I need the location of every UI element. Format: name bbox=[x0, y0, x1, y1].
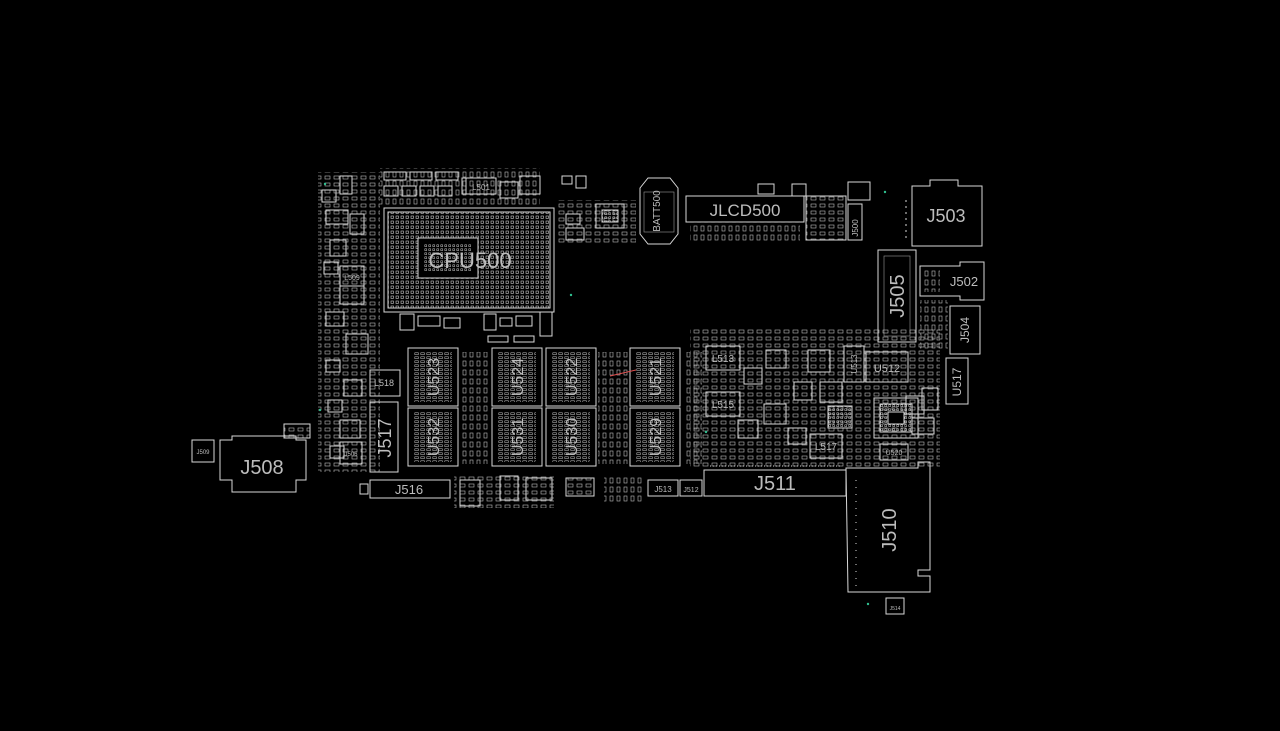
j511-connector[interactable]: J511 bbox=[703, 465, 847, 497]
under-cpu-row bbox=[399, 311, 553, 343]
highlighted-trace bbox=[609, 369, 637, 377]
cpu500-package[interactable]: CPU500 bbox=[383, 207, 555, 313]
top-passive-row bbox=[380, 168, 587, 206]
l509-label: L509 bbox=[344, 275, 360, 282]
j510-connector[interactable]: J510 bbox=[845, 461, 931, 593]
batt500-label: BATT500 bbox=[652, 190, 663, 232]
cpu500-label: CPU500 bbox=[428, 248, 511, 273]
j505-label: J505 bbox=[887, 274, 909, 317]
u500-label: J500 bbox=[851, 219, 860, 237]
u530-memory-chip[interactable]: U530 bbox=[545, 407, 597, 467]
j504-label: J504 bbox=[958, 317, 972, 343]
j516-connector[interactable]: J516 bbox=[359, 479, 451, 499]
batt500-connector[interactable]: BATT500 bbox=[639, 177, 679, 245]
j513-label: J513 bbox=[654, 485, 672, 494]
j506-connector[interactable]: J506 bbox=[339, 441, 363, 465]
j512-label: J512 bbox=[683, 487, 698, 494]
u524-label: U524 bbox=[510, 358, 527, 396]
j509-connector[interactable]: J509 bbox=[191, 439, 215, 463]
j503-label: J503 bbox=[926, 206, 965, 226]
u517-label: U517 bbox=[950, 367, 964, 396]
u532-memory-chip[interactable]: U532 bbox=[407, 407, 459, 467]
motherboard-outline: CPU500 BATT500 bbox=[191, 168, 985, 615]
l501-inductor[interactable]: L501 bbox=[465, 177, 497, 195]
l513-label: L513 bbox=[712, 354, 735, 365]
via-markers bbox=[318, 182, 887, 606]
jlcd500-connector[interactable]: JLCD500 J500 bbox=[685, 181, 871, 242]
j513-connector[interactable]: J513 bbox=[647, 479, 679, 497]
j512-connector[interactable]: J512 bbox=[679, 479, 703, 497]
l518-label: L518 bbox=[374, 378, 394, 388]
u513-chip[interactable]: U513 bbox=[843, 345, 865, 383]
l501-label: L501 bbox=[472, 183, 490, 192]
j510-label: J510 bbox=[879, 508, 901, 551]
u529-label: U529 bbox=[648, 418, 665, 456]
j503-connector[interactable]: J503 bbox=[905, 179, 983, 247]
j517-left-connector[interactable]: J517 bbox=[369, 401, 399, 473]
u523-memory-chip[interactable]: U523 bbox=[407, 347, 459, 407]
u521-memory-chip[interactable]: U521 bbox=[629, 347, 681, 407]
u531-memory-chip[interactable]: U531 bbox=[491, 407, 543, 467]
l509-inductor[interactable]: L509 bbox=[339, 265, 365, 287]
j504-connector[interactable]: J504 bbox=[949, 305, 981, 355]
jlcd500-label: JLCD500 bbox=[710, 201, 781, 220]
u522-memory-chip[interactable]: U522 bbox=[545, 347, 597, 407]
l518-inductor[interactable]: L518 bbox=[369, 369, 401, 397]
u520-bga-chip[interactable]: U520 bbox=[873, 397, 919, 461]
j514-label: J514 bbox=[890, 606, 901, 612]
l517-inductor[interactable]: L517 bbox=[809, 433, 843, 459]
l515-inductor[interactable]: L515 bbox=[705, 391, 741, 417]
u521-label: U521 bbox=[648, 358, 665, 396]
u532-label: U532 bbox=[426, 418, 443, 456]
j502-label: J502 bbox=[950, 274, 978, 289]
l517-label: L517 bbox=[815, 442, 838, 453]
j508-connector[interactable]: J508 bbox=[219, 423, 311, 493]
j506-label: J506 bbox=[344, 452, 358, 458]
u529-memory-chip[interactable]: U529 bbox=[629, 407, 681, 467]
j511-label: J511 bbox=[754, 473, 796, 495]
u522-label: U522 bbox=[564, 358, 581, 396]
u512-chip[interactable]: U512 bbox=[865, 351, 909, 383]
l513-inductor[interactable]: L513 bbox=[705, 345, 741, 371]
j509-label: J509 bbox=[196, 450, 210, 456]
j502-connector[interactable]: J502 bbox=[919, 261, 985, 301]
u520-label: U520 bbox=[886, 450, 903, 457]
u512-label: U512 bbox=[874, 363, 900, 375]
u530-label: U530 bbox=[564, 418, 581, 456]
left-passive-cluster bbox=[318, 172, 380, 472]
u524-memory-chip[interactable]: U524 bbox=[491, 347, 543, 407]
u531-label: U531 bbox=[510, 418, 527, 456]
j516-label: J516 bbox=[395, 482, 423, 497]
j517-left-label: J517 bbox=[375, 418, 395, 457]
bottom-passive-row bbox=[454, 474, 644, 508]
u523-label: U523 bbox=[426, 358, 443, 396]
u517-right-connector[interactable]: U517 bbox=[945, 357, 969, 405]
cpu-right-cluster bbox=[556, 200, 636, 244]
l515-label: L515 bbox=[712, 400, 735, 411]
j514-connector[interactable]: J514 bbox=[885, 597, 905, 615]
j508-label: J508 bbox=[240, 457, 283, 479]
u513-label: U513 bbox=[850, 354, 859, 374]
memory-array: U523 U532 U524 U531 U522 bbox=[407, 347, 702, 467]
